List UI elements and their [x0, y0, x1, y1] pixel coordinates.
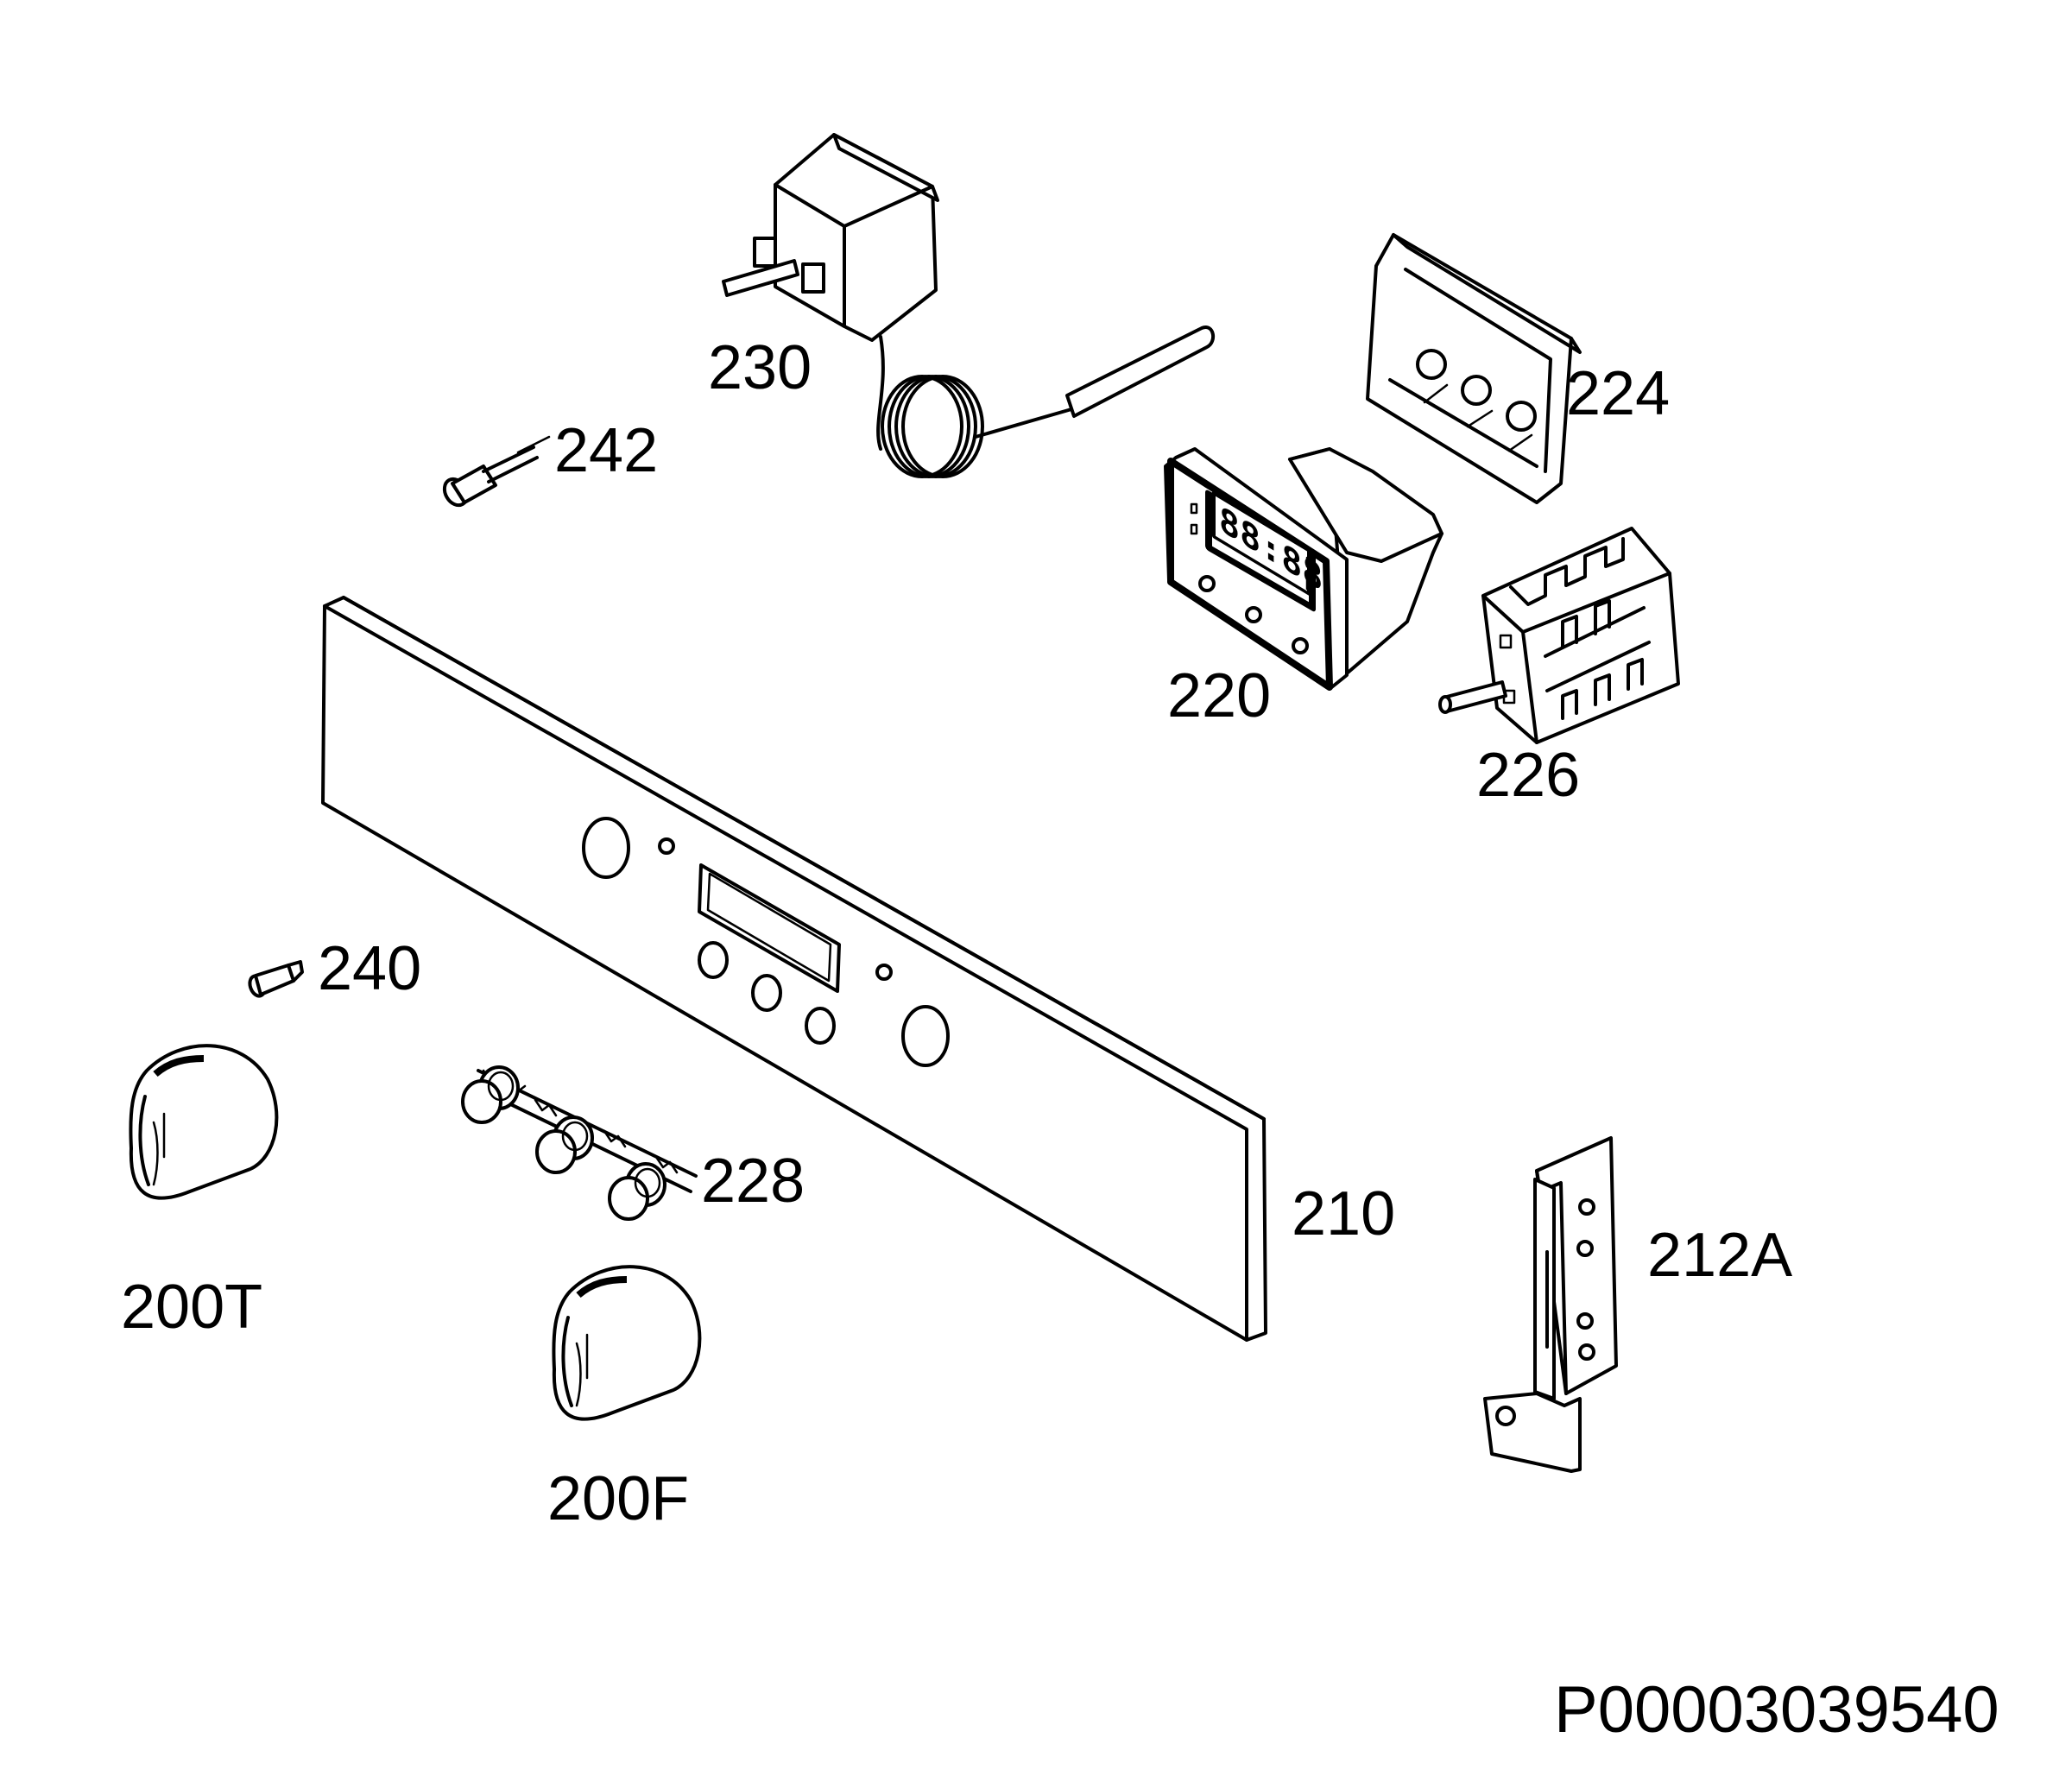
label-200T: 200T	[121, 1273, 262, 1342]
part-242-lamp	[442, 435, 551, 508]
label-224: 224	[1566, 359, 1670, 428]
label-242: 242	[554, 416, 658, 485]
label-210: 210	[1292, 1179, 1395, 1248]
part-226-selector-switch	[1438, 527, 1680, 744]
part-220-display-module: 88:88	[1164, 447, 1443, 691]
label-212A: 212A	[1647, 1221, 1792, 1290]
label-220: 220	[1167, 661, 1271, 730]
label-200F: 200F	[547, 1464, 689, 1533]
part-228-push-buttons	[461, 1065, 698, 1221]
part-224-frame	[1366, 233, 1582, 504]
part-240-screw	[248, 960, 304, 998]
part-230-thermostat	[722, 133, 1216, 478]
label-228: 228	[701, 1147, 805, 1216]
part-200F-knob	[552, 1265, 702, 1421]
label-226: 226	[1476, 741, 1580, 810]
drawing-code: P00003039540	[1554, 1673, 1999, 1747]
part-210-control-panel	[321, 596, 1267, 1342]
label-240: 240	[318, 934, 421, 1003]
label-230: 230	[708, 333, 812, 402]
part-212A-bracket	[1483, 1136, 1618, 1473]
part-200T-knob	[129, 1044, 279, 1200]
